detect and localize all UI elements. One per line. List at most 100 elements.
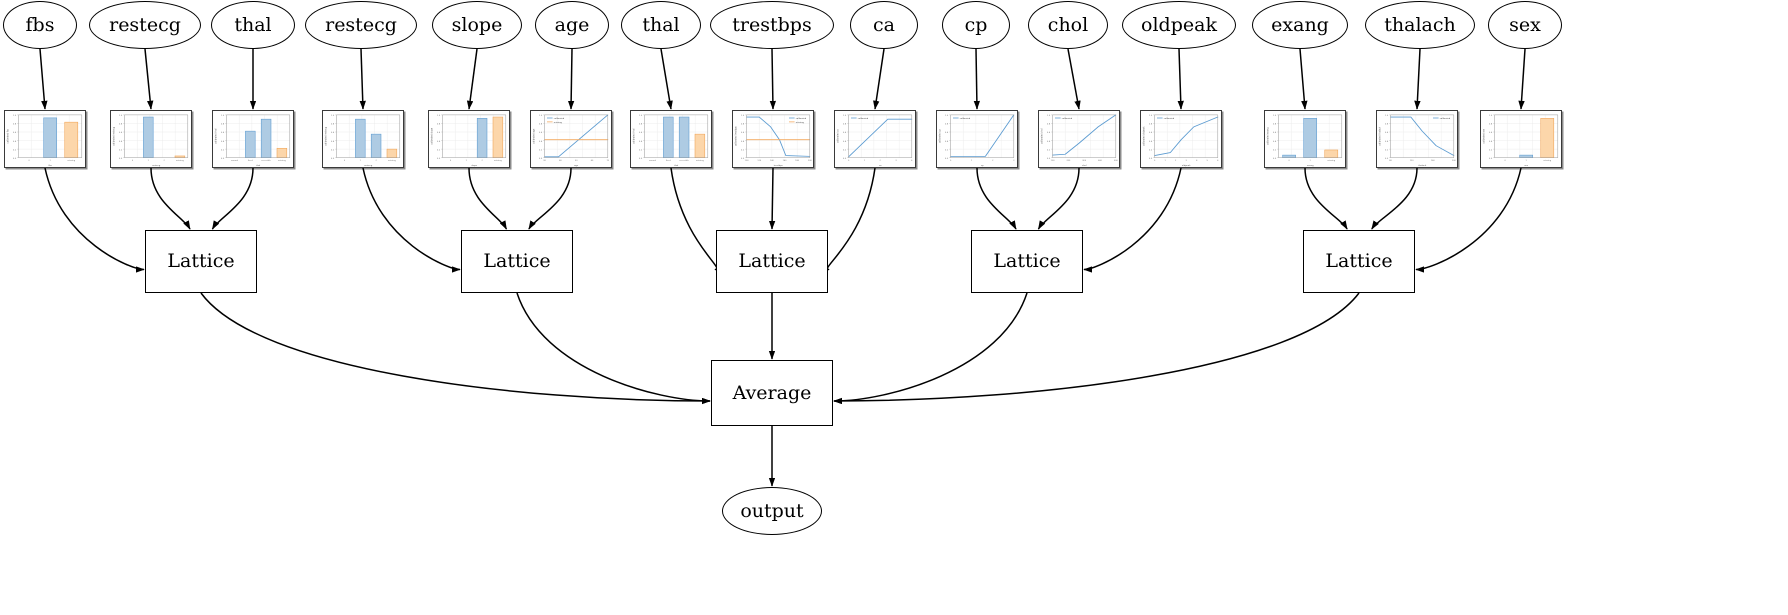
svg-text:missing: missing	[67, 160, 75, 162]
svg-text:30: 30	[543, 160, 546, 162]
input-node-oldpeak[interactable]: oldpeak	[1122, 1, 1236, 49]
input-node-cp[interactable]: cp	[942, 1, 1010, 49]
svg-text:calibrated ca: calibrated ca	[837, 129, 840, 143]
svg-text:0.0: 0.0	[1047, 158, 1051, 160]
input-node-label: restecg	[109, 13, 181, 36]
svg-text:160: 160	[1431, 160, 1436, 162]
svg-text:0.0: 0.0	[1149, 158, 1153, 160]
svg-text:reversible: reversible	[679, 159, 690, 162]
svg-text:calibrated restecg: calibrated restecg	[113, 126, 116, 146]
lattice-node-1[interactable]: Lattice	[461, 230, 573, 293]
svg-text:0.2: 0.2	[1273, 149, 1277, 151]
svg-text:50: 50	[575, 160, 578, 162]
input-node-thalach[interactable]: thalach	[1365, 1, 1475, 49]
input-node-restecg[interactable]: restecg	[305, 1, 417, 49]
svg-text:slope: slope	[471, 164, 477, 167]
lattice-node-label: Lattice	[738, 250, 806, 272]
input-node-age[interactable]: age	[535, 1, 609, 49]
svg-text:0.4: 0.4	[13, 141, 17, 143]
average-node-label: Average	[732, 381, 812, 404]
svg-text:calibrated trestbps: calibrated trestbps	[735, 126, 738, 146]
svg-text:0.0: 0.0	[1489, 158, 1493, 160]
input-node-slope[interactable]: slope	[432, 1, 522, 49]
svg-text:0.8: 0.8	[539, 124, 543, 126]
svg-text:missing: missing	[388, 160, 396, 162]
lattice-node-0[interactable]: Lattice	[145, 230, 257, 293]
average-node[interactable]: Average	[711, 360, 833, 426]
svg-text:3: 3	[1013, 160, 1015, 162]
svg-text:ca: ca	[879, 164, 882, 167]
svg-text:missing: missing	[494, 160, 502, 162]
svg-text:trestbps: trestbps	[774, 164, 783, 167]
svg-text:calibrated cp: calibrated cp	[939, 129, 942, 143]
svg-text:calibrated oldpeak: calibrated oldpeak	[1143, 126, 1146, 146]
lattice-node-2[interactable]: Lattice	[716, 230, 828, 293]
input-node-trestbps[interactable]: trestbps	[710, 1, 834, 49]
svg-text:0.8: 0.8	[119, 124, 123, 126]
input-node-label: age	[554, 13, 590, 36]
svg-text:0.2: 0.2	[1385, 149, 1389, 151]
svg-text:calibrated: calibrated	[960, 117, 971, 120]
svg-text:60: 60	[591, 160, 594, 162]
input-node-thal[interactable]: thal	[211, 1, 295, 49]
input-node-sex[interactable]: sex	[1488, 1, 1562, 49]
svg-text:0.6: 0.6	[1149, 132, 1153, 134]
svg-text:0.4: 0.4	[945, 141, 949, 143]
svg-text:1.0: 1.0	[539, 115, 543, 117]
svg-text:0.2: 0.2	[1047, 149, 1051, 151]
lattice-node-label: Lattice	[483, 250, 551, 272]
svg-text:1: 1	[148, 160, 150, 162]
svg-text:0.4: 0.4	[539, 141, 543, 143]
svg-text:1.0: 1.0	[119, 115, 123, 117]
svg-text:5: 5	[1207, 160, 1209, 162]
output-node[interactable]: output	[722, 487, 822, 535]
lattice-node-3[interactable]: Lattice	[971, 230, 1083, 293]
input-node-chol[interactable]: chol	[1028, 1, 1108, 49]
svg-text:0.6: 0.6	[13, 132, 17, 134]
svg-text:0.6: 0.6	[119, 132, 123, 134]
svg-text:calibrated fbs: calibrated fbs	[7, 129, 10, 143]
svg-text:missing: missing	[176, 160, 184, 162]
svg-text:0.4: 0.4	[437, 141, 441, 143]
input-node-thal[interactable]: thal	[621, 1, 701, 49]
svg-text:140: 140	[770, 160, 775, 162]
svg-text:2: 2	[481, 160, 483, 162]
svg-text:0.8: 0.8	[1047, 124, 1051, 126]
svg-text:age: age	[574, 164, 579, 167]
input-node-fbs[interactable]: fbs	[3, 1, 77, 49]
svg-text:0.2: 0.2	[741, 149, 745, 151]
input-node-ca[interactable]: ca	[850, 1, 918, 49]
svg-text:0.4: 0.4	[639, 141, 643, 143]
input-node-restecg[interactable]: restecg	[89, 1, 201, 49]
input-node-exang[interactable]: exang	[1252, 1, 1348, 49]
svg-text:1: 1	[360, 160, 362, 162]
svg-text:0: 0	[1154, 160, 1156, 162]
svg-text:restecg: restecg	[364, 164, 373, 167]
lattice-node-4[interactable]: Lattice	[1303, 230, 1415, 293]
output-node-label: output	[740, 499, 804, 522]
svg-text:0.0: 0.0	[331, 158, 335, 160]
svg-text:thal: thal	[674, 164, 679, 167]
svg-text:1.0: 1.0	[1385, 115, 1389, 117]
svg-text:0.6: 0.6	[741, 132, 745, 134]
svg-text:0.2: 0.2	[1489, 149, 1493, 151]
svg-text:2: 2	[1175, 160, 1177, 162]
svg-text:cp: cp	[981, 164, 984, 167]
